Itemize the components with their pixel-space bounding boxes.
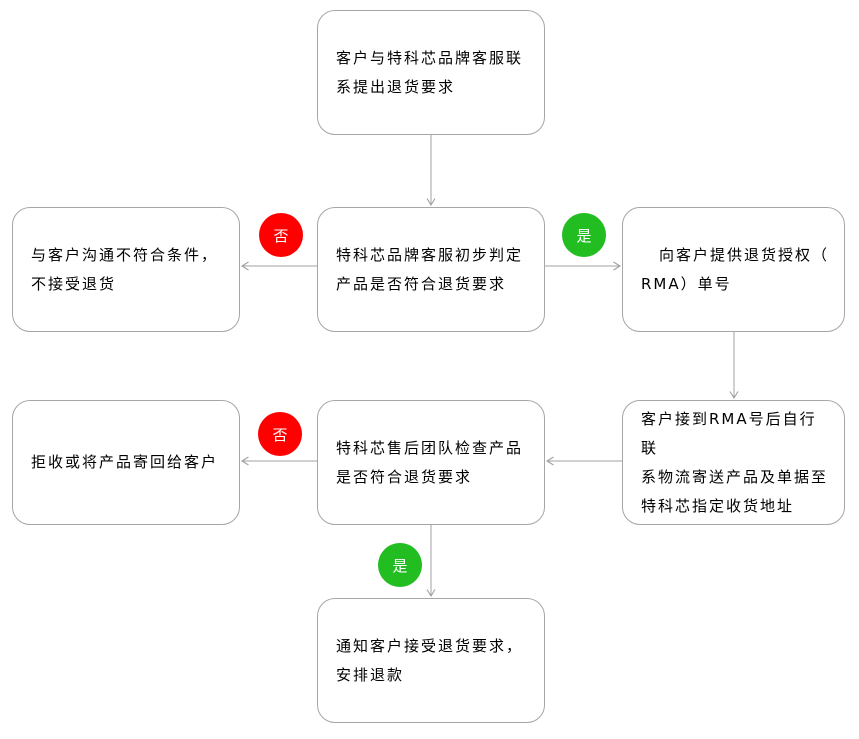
decision-badge-yes-judgement: 是 — [562, 213, 606, 257]
node-reject-or-return-label: 拒收或将产品寄回给客户 — [31, 453, 219, 471]
node-not-eligible-label: 与客户沟通不符合条件， 不接受退货 — [31, 245, 219, 293]
decision-badge-yes-inspection: 是 — [378, 543, 422, 587]
node-initial-judgement-label: 特科芯品牌客服初步判定 产品是否符合退货要求 — [336, 245, 524, 293]
node-customer-ship-label: 客户接到RMA号后自行联 系物流寄送产品及单据至 特科芯指定收货地址 — [641, 409, 829, 515]
node-initial-judgement: 特科芯品牌客服初步判定 产品是否符合退货要求 — [317, 207, 545, 332]
node-refund-label: 通知客户接受退货要求， 安排退款 — [336, 636, 524, 684]
node-team-inspection-label: 特科芯售后团队检查产品 是否符合退货要求 — [336, 438, 524, 486]
node-customer-ship: 客户接到RMA号后自行联 系物流寄送产品及单据至 特科芯指定收货地址 — [622, 400, 845, 525]
node-start-label: 客户与特科芯品牌客服联 系提出退货要求 — [336, 48, 524, 96]
decision-badge-no-inspection: 否 — [258, 412, 302, 456]
node-not-eligible: 与客户沟通不符合条件， 不接受退货 — [12, 207, 240, 332]
decision-badge-no-judgement: 否 — [259, 213, 303, 257]
decision-badge-yes-label: 是 — [576, 226, 592, 245]
node-start: 客户与特科芯品牌客服联 系提出退货要求 — [317, 10, 545, 135]
node-provide-rma-label: 向客户提供退货授权（ RMA）单号 — [641, 245, 830, 293]
node-refund: 通知客户接受退货要求， 安排退款 — [317, 598, 545, 723]
decision-badge-no-label: 否 — [273, 226, 289, 245]
node-reject-or-return: 拒收或将产品寄回给客户 — [12, 400, 240, 525]
node-team-inspection: 特科芯售后团队检查产品 是否符合退货要求 — [317, 400, 545, 525]
decision-badge-no-label: 否 — [272, 425, 288, 444]
node-provide-rma: 向客户提供退货授权（ RMA）单号 — [622, 207, 845, 332]
decision-badge-yes-label: 是 — [392, 556, 408, 575]
